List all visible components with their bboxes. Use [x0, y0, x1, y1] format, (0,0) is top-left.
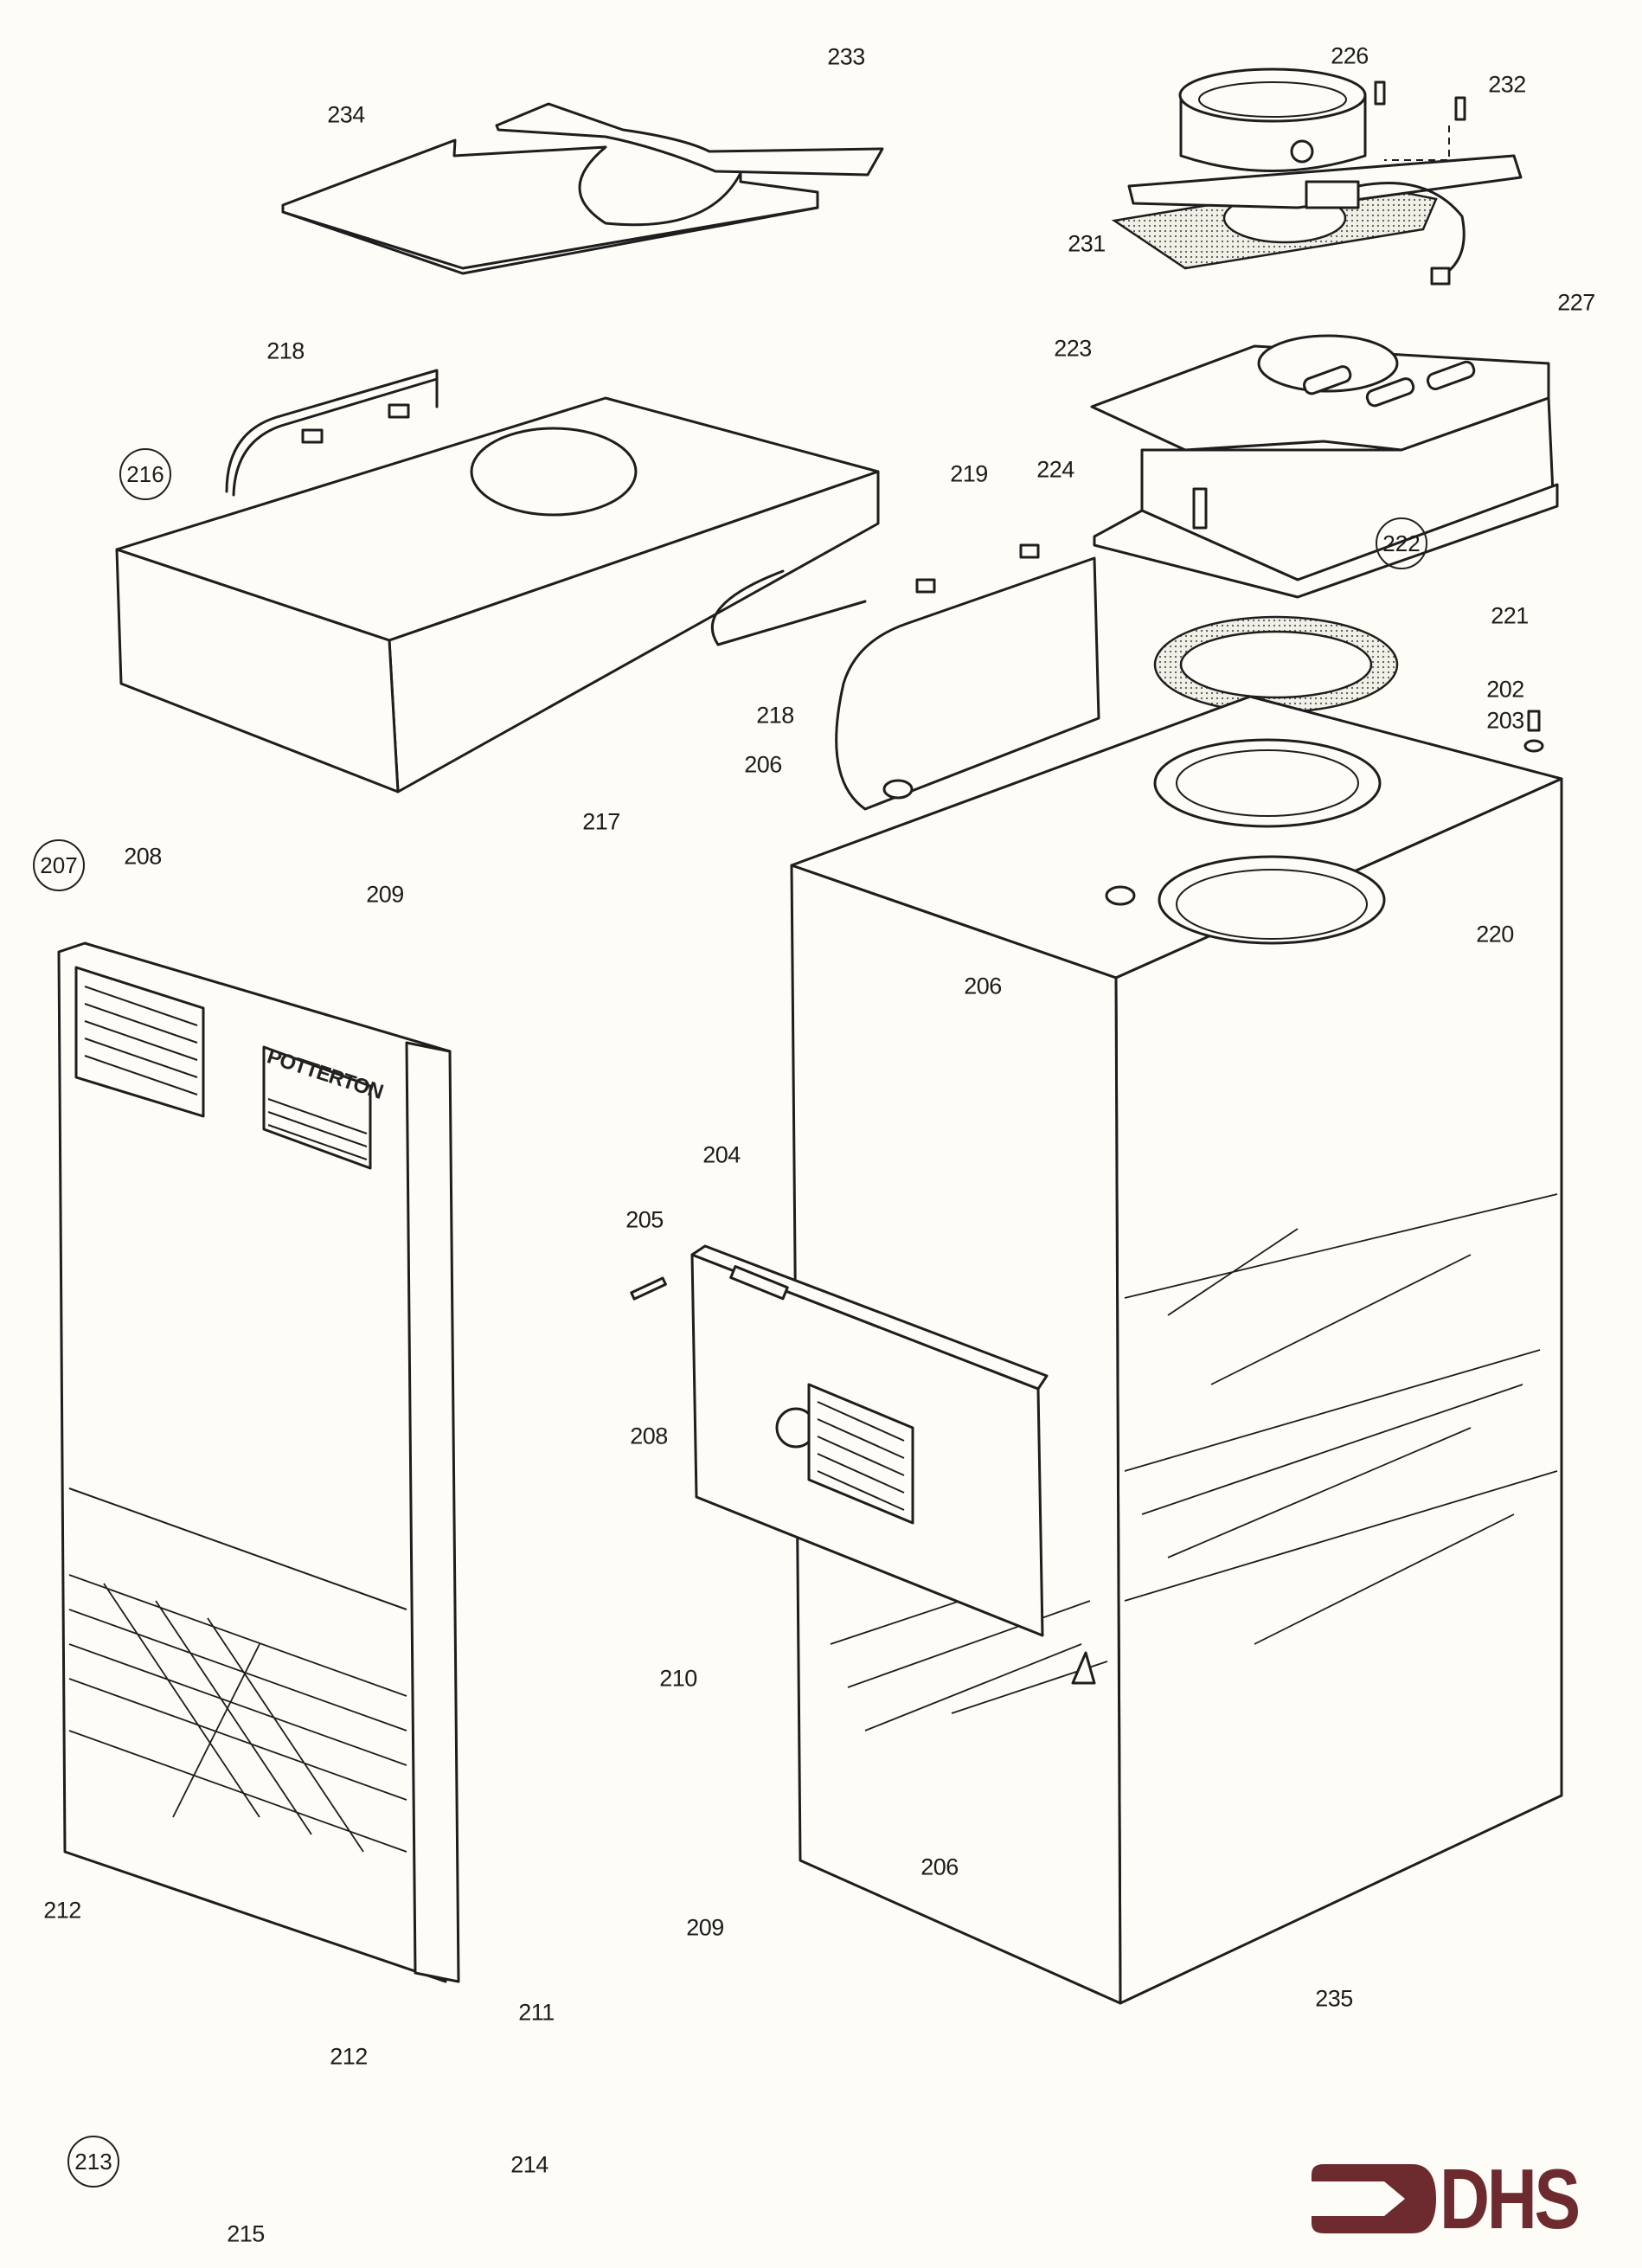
part-label-202: 202 — [1486, 676, 1524, 703]
part-label-208-side: 208 — [630, 1423, 668, 1449]
part-label-211: 211 — [518, 1999, 555, 2026]
part-218-seal-strip-upper — [225, 369, 439, 497]
part-label-209-bottom: 209 — [686, 1914, 724, 1941]
part-label-203: 203 — [1486, 707, 1524, 734]
part-label-208-top: 208 — [124, 843, 162, 870]
part-202-bolt — [1523, 710, 1544, 753]
assembly-label-216: 216 — [119, 448, 171, 500]
part-label-209-top: 209 — [366, 881, 404, 908]
part-label-215: 215 — [227, 2220, 265, 2247]
part-label-204: 204 — [702, 1141, 741, 1168]
part-207-front-panel — [57, 941, 460, 1983]
part-label-218-upper: 218 — [266, 337, 305, 364]
part-label-219: 219 — [950, 460, 988, 487]
part-221-ring-gasket — [1153, 615, 1399, 714]
part-label-221: 221 — [1491, 602, 1529, 629]
part-label-206-top: 206 — [744, 751, 782, 778]
part-label-226: 226 — [1331, 42, 1369, 69]
part-206-grommet-top — [882, 779, 1136, 1685]
part-220-flange — [1176, 869, 1368, 940]
part-label-232: 232 — [1488, 71, 1526, 98]
part-218-seal-strip-lower — [835, 543, 1100, 811]
part-223-flue-box — [1090, 334, 1559, 599]
part-label-235: 235 — [1315, 1985, 1353, 2012]
part-label-223: 223 — [1054, 335, 1092, 362]
dhs-logo: DHS — [1308, 2151, 1628, 2246]
part-label-206-bottom: 206 — [920, 1854, 959, 1880]
part-217-top-panel — [115, 396, 880, 793]
part-205-screw — [630, 1276, 667, 1301]
part-232-screws — [1374, 80, 1466, 161]
part-label-217: 217 — [582, 808, 620, 835]
part-label-233: 233 — [827, 43, 865, 70]
part-label-205: 205 — [625, 1206, 664, 1233]
part-label-212-left: 212 — [43, 1897, 81, 1924]
part-233-strip — [495, 102, 884, 177]
part-224-bolt — [1192, 487, 1208, 530]
assembly-label-213: 213 — [67, 2136, 119, 2188]
part-label-212-right: 212 — [330, 2043, 368, 2070]
part-label-210: 210 — [659, 1665, 697, 1692]
part-227-sensor-harness — [1305, 180, 1466, 286]
part-label-224: 224 — [1036, 456, 1074, 483]
assembly-label-222: 222 — [1376, 517, 1427, 569]
part-label-234: 234 — [327, 101, 365, 128]
part-label-231: 231 — [1068, 230, 1106, 257]
part-label-227: 227 — [1557, 289, 1595, 316]
part-label-214: 214 — [510, 2151, 548, 2178]
assembly-label-207: 207 — [33, 839, 85, 891]
dhs-logo-text: DHS — [1440, 2151, 1581, 2246]
dhs-arrow-icon — [1312, 2164, 1436, 2233]
part-label-220: 220 — [1476, 921, 1514, 948]
part-label-206-mid: 206 — [964, 973, 1002, 999]
part-204-control-panel — [690, 1244, 1049, 1637]
part-label-218-lower: 218 — [756, 702, 794, 729]
